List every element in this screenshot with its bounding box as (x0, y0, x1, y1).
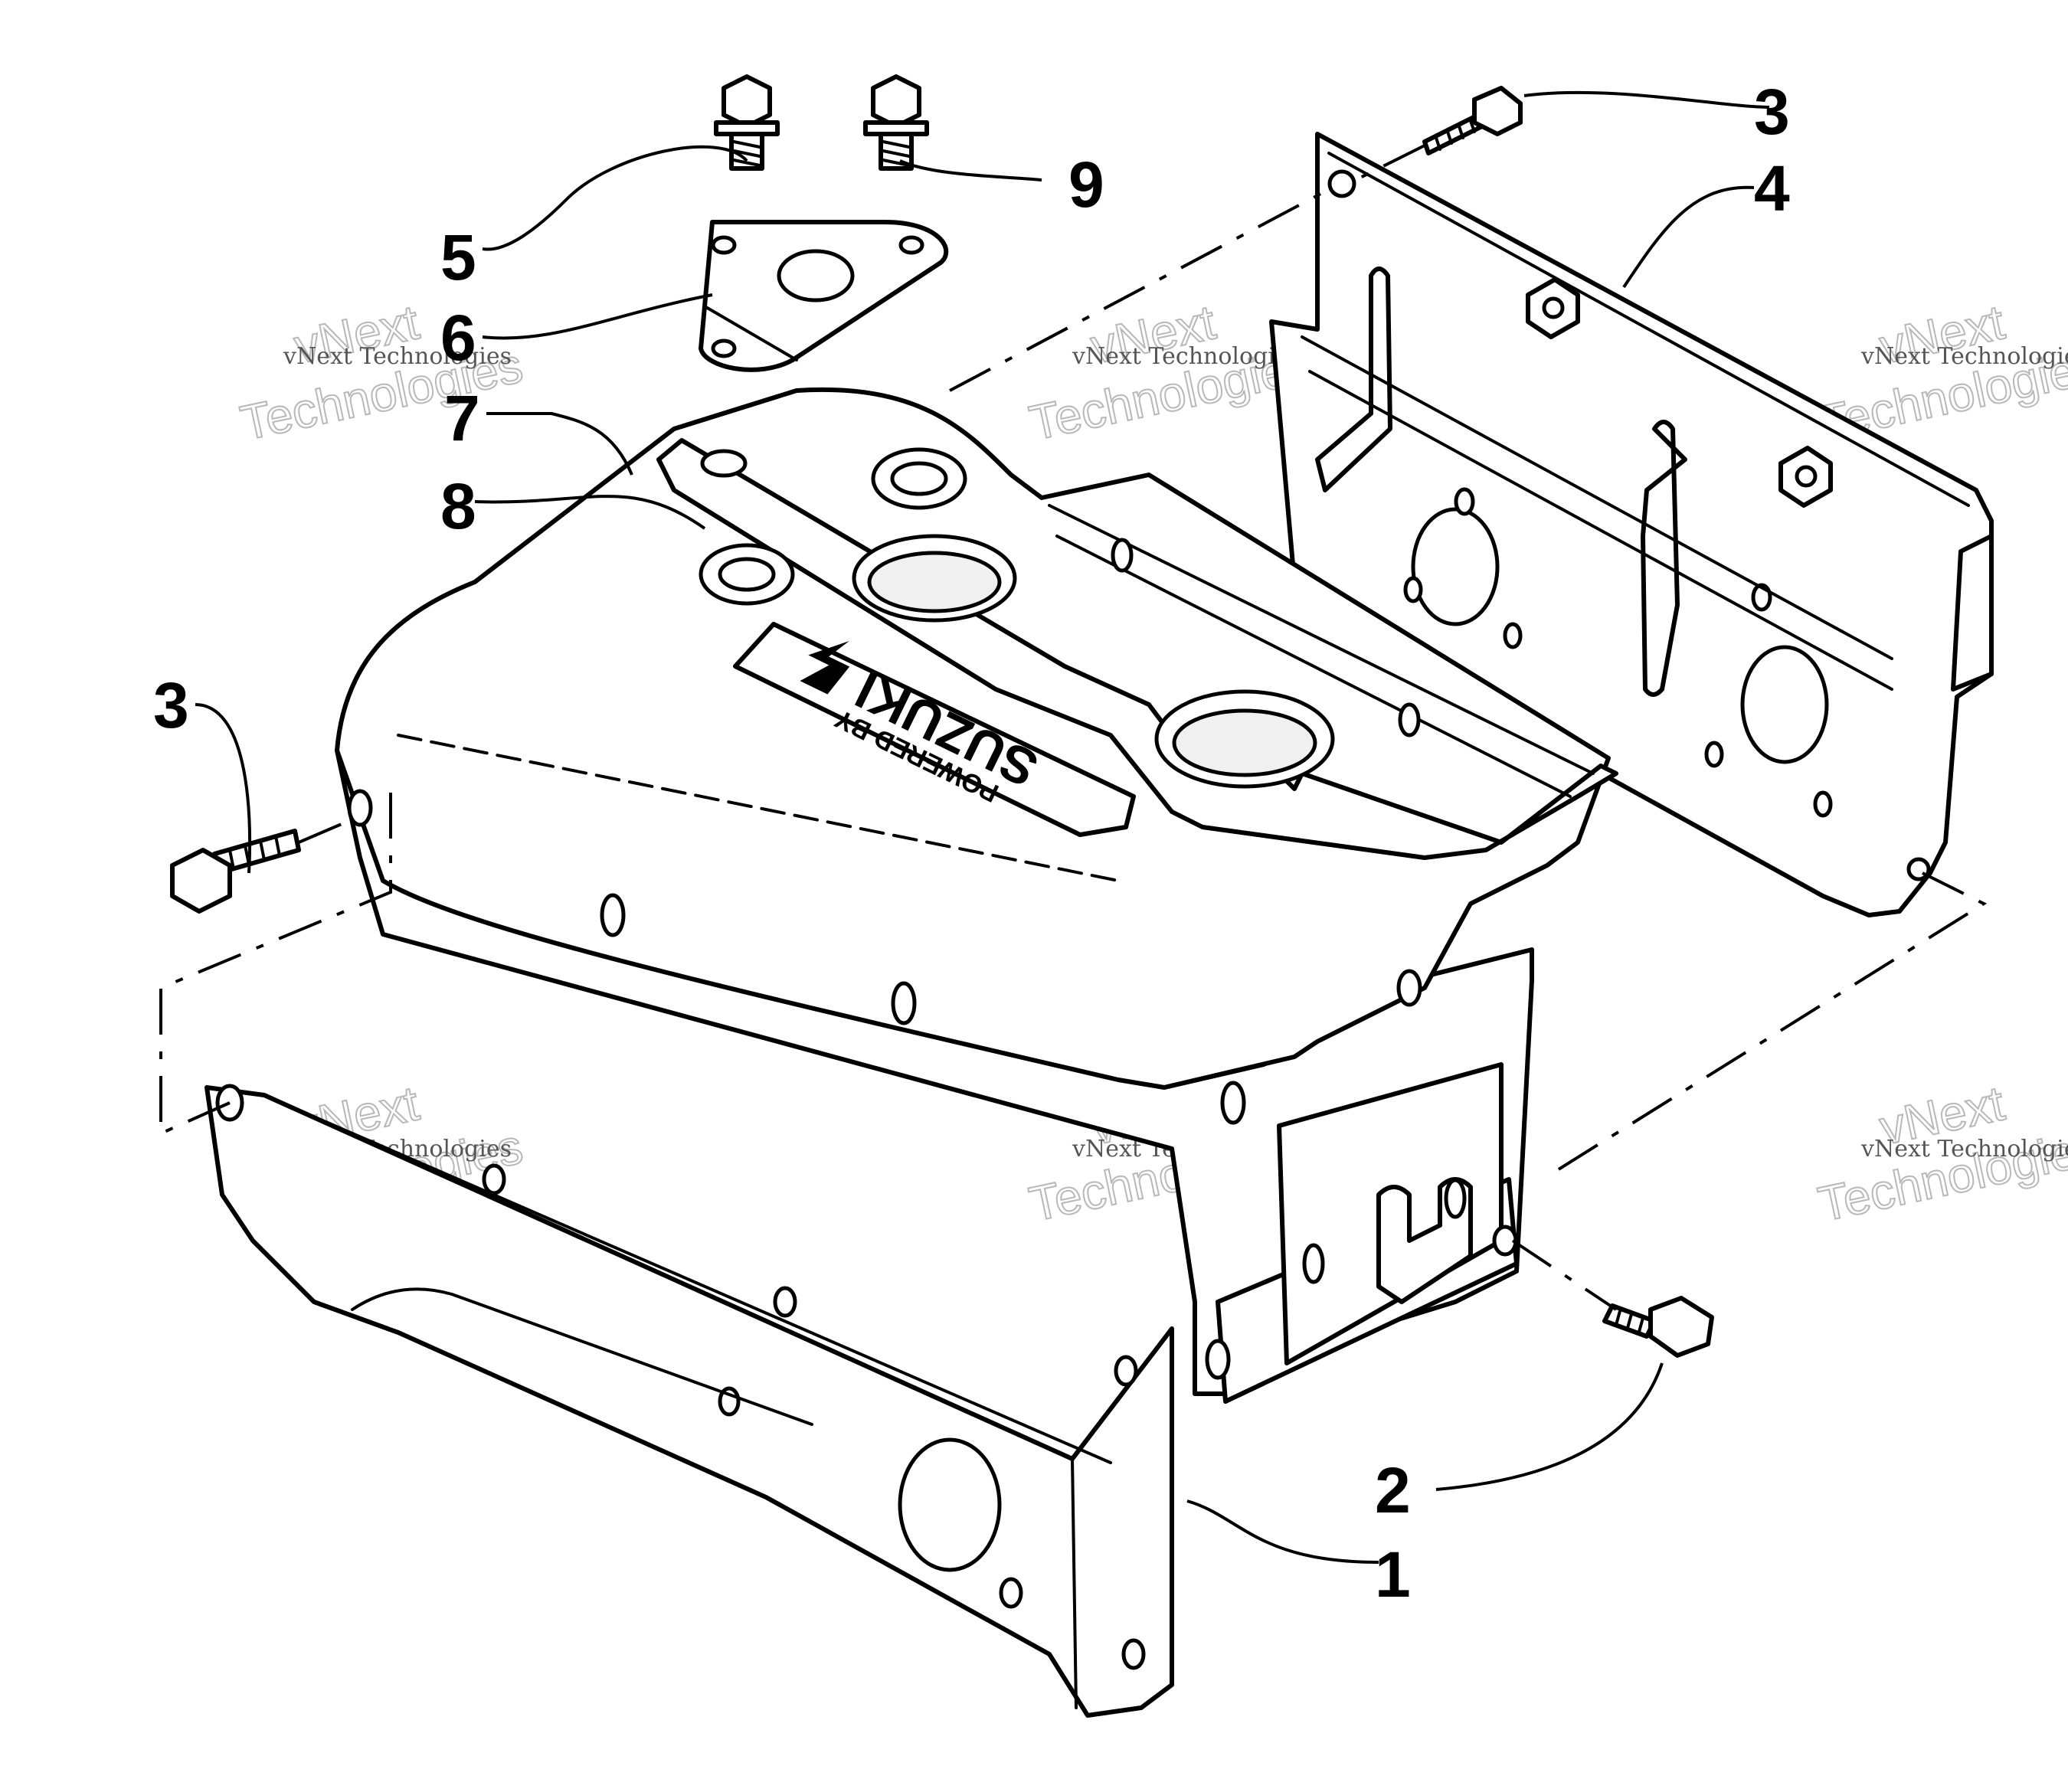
mounting-plate-part-6 (699, 220, 949, 372)
callout-6: 6 (440, 302, 476, 374)
callout-3-top: 3 (1754, 76, 1790, 148)
side-bracket (1205, 1062, 1518, 1380)
leader-lines (195, 90, 1770, 1564)
watermark-small: vNext Technologies (1860, 1136, 2068, 1163)
callout-3-left: 3 (153, 669, 189, 741)
bolt-5-icon (714, 74, 780, 171)
front-bracket-part-1 (205, 1084, 1174, 1718)
callout-9: 9 (1068, 149, 1104, 221)
callout-5: 5 (440, 221, 476, 293)
suzuki-s-emblem-icon (800, 641, 850, 695)
bolt-3-top-icon (1422, 86, 1523, 155)
callout-2: 2 (1375, 1454, 1411, 1526)
assembly-lines (159, 144, 1988, 1311)
watermark-small: vNext Technologies (1860, 343, 2068, 370)
callout-4: 4 (1754, 152, 1790, 224)
callout-1: 1 (1375, 1539, 1411, 1611)
callout-8: 8 (440, 470, 476, 542)
watermark-small: vNext Technologies (1072, 343, 1301, 370)
watermark-small: vNext Technologies (283, 343, 512, 370)
bolt-2-icon (1602, 1296, 1714, 1358)
bolt-3-left-icon (170, 829, 301, 914)
bolt-9-icon (863, 74, 929, 171)
back-plate-part-4 (1269, 132, 1994, 917)
callout-labels: 3 4 9 5 6 7 8 3 2 1 (153, 76, 1790, 1611)
callout-7: 7 (444, 382, 480, 454)
